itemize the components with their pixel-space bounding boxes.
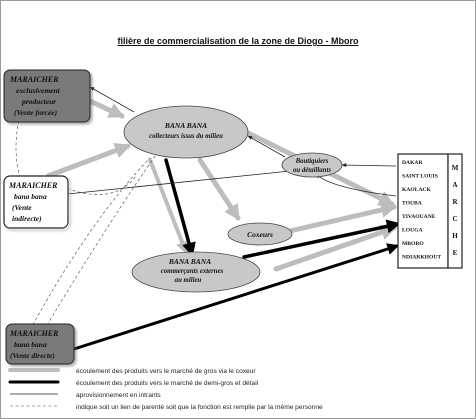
producer-indirect-title: MARAICHER (8, 181, 58, 190)
arrow-p3-to-market (72, 243, 400, 351)
legend-dashed-text: indique soit un lien de parenté soit que… (76, 404, 323, 411)
marche-letter: A (452, 181, 457, 189)
arrow-market-to-boutiquiers (341, 163, 397, 167)
producer-vente-indirecte: MARAICHER bana bana (Vente indirecte) (3, 175, 69, 229)
market-item: TOUBA (402, 201, 422, 207)
market-item: TIVAOUANE (402, 214, 436, 220)
legend-grey-text: écoulement des produits vers le marché d… (76, 368, 256, 375)
thin-supply-arrows (10, 86, 397, 395)
commercants-line1: commerçants externes (161, 268, 224, 275)
arrow-boutiquiers-to-collecteurs (247, 135, 286, 158)
marche-letter: E (453, 249, 458, 257)
arrow-collecteurs-to-coxeurs (197, 157, 241, 221)
producer-exclusif: MARAICHER exclusivement producteur (Vent… (3, 69, 91, 123)
commercants-line2: au milieu (175, 277, 202, 284)
arrow-collecteurs-to-p1 (89, 86, 135, 113)
arrow-coxeurs-to-market (287, 202, 398, 234)
market-item: KAOLACK (402, 187, 432, 193)
arrow-collecteurs-down (164, 158, 196, 257)
market-item: MBORO (402, 241, 424, 247)
arrow-collecteurs-to-commercants (148, 158, 189, 255)
arrow-p2-to-collecteurs (45, 143, 131, 179)
arrow-commercants-to-market-black (242, 219, 401, 259)
legend: écoulement des produits vers le marché d… (76, 368, 323, 411)
arrow-boutiquiers-to-p2 (47, 170, 291, 198)
marche-letter: H (452, 232, 458, 240)
producer-direct-line2: (Vente directe) (10, 351, 55, 360)
boutiquiers-line1: Boutiquiers (295, 158, 329, 165)
boutiquiers: Boutiquiers ou détaillants (281, 152, 343, 178)
dash-p3-collecteurs (43, 151, 159, 331)
producer-direct-title: MARAICHER (9, 329, 59, 338)
producer-exclusif-line1: exclusivement (16, 86, 61, 95)
market-list: DAKAR SAINT LOUIS KAOLACK TOUBA TIVAOUANE LOU… (402, 160, 441, 261)
market-item: NDIARKHOUT (402, 255, 441, 261)
coxeurs: Coxeurs (227, 222, 293, 246)
marche-box: DAKAR SAINT LOUIS KAOLACK TOUBA TIVAOUANE LOU… (397, 153, 463, 269)
dash-p3-collecteurs-2 (29, 157, 151, 331)
producer-exclusif-line3: (Vente forcée) (14, 108, 58, 117)
commercants-title: BANA BANA (168, 257, 211, 266)
bana-bana-collecteurs: BANA BANA collecteurs issus du milieu (123, 105, 249, 159)
producer-vente-directe: MARAICHER bana bana (Vente directe) (5, 323, 75, 365)
legend-thin-text: aprovisionnement en intrants (76, 392, 161, 399)
legend-black-text: écoulement des produits vers le marché d… (76, 380, 259, 387)
boutiquiers-line2: ou détaillants (293, 167, 331, 174)
arrow-p1-to-collecteurs (87, 98, 125, 119)
producer-exclusif-title: MARAICHER (9, 75, 59, 84)
marche-letter: R (452, 198, 458, 206)
collecteurs-subtitle: collecteurs issus du milieu (149, 133, 223, 140)
producer-exclusif-line2: producteur (21, 97, 56, 106)
producer-indirect-line2: (Vente (12, 203, 32, 212)
dash-p1-p2 (15, 114, 21, 177)
producer-indirect-line1: bana bana (14, 192, 47, 201)
diagram-title: filière de commercialisation de la zone … (117, 36, 359, 46)
producer-indirect-line3: indirecte) (12, 214, 42, 223)
coxeurs-label: Coxeurs (247, 230, 273, 239)
market-item: DAKAR (402, 160, 423, 166)
bana-bana-commercants: BANA BANA commerçants externes au milieu (131, 251, 261, 293)
marche-vertical-label: M A R C H E (452, 164, 459, 257)
marche-letter: C (452, 215, 457, 223)
collecteurs-title: BANA BANA (164, 121, 207, 130)
market-item: SAINT LOUIS (402, 174, 438, 180)
producer-direct-line1: bana bana (14, 340, 47, 349)
marche-letter: M (452, 164, 459, 172)
market-item: LOUGA (402, 228, 423, 234)
arrow-commercants-to-market (273, 224, 398, 272)
black-flow-arrows (8, 158, 401, 384)
